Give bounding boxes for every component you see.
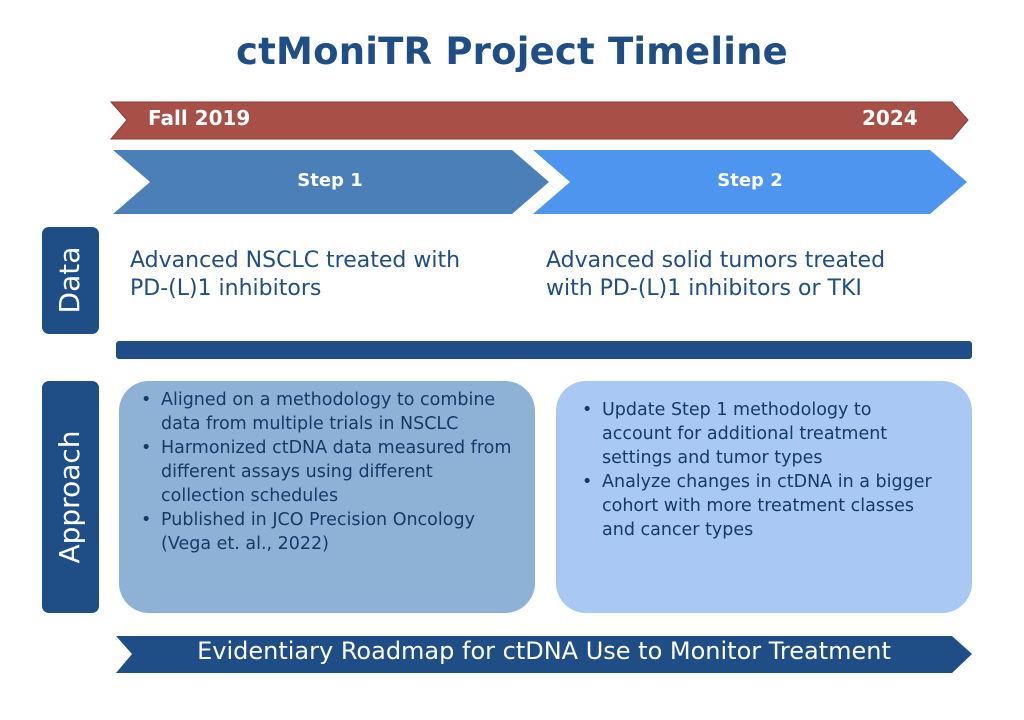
step1-approach-box: Aligned on a methodology to combine data… xyxy=(119,381,535,613)
row-divider xyxy=(116,341,972,359)
step2-label: Step 2 xyxy=(717,170,783,191)
step2-chevron xyxy=(533,150,967,214)
list-item: Analyze changes in ctDNA in a bigger coh… xyxy=(576,470,942,542)
list-item: Update Step 1 methodology to account for… xyxy=(576,398,942,470)
timeline-end-label: 2024 xyxy=(862,106,918,130)
footer-arrow xyxy=(116,636,972,673)
data-row-tab: Data xyxy=(42,227,99,334)
list-item: Aligned on a methodology to combine data… xyxy=(135,388,513,436)
footer-label: Evidentiary Roadmap for ctDNA Use to Mon… xyxy=(197,637,891,665)
step1-data-text: Advanced NSCLC treated with PD-(L)1 inhi… xyxy=(130,247,460,303)
page-title: ctMoniTR Project Timeline xyxy=(236,30,788,73)
approach-row-tab: Approach xyxy=(42,381,99,613)
data-row-label: Data xyxy=(53,246,86,314)
step1-data-line1: Advanced NSCLC treated with xyxy=(130,248,461,273)
approach-row-label: Approach xyxy=(53,430,86,564)
step2-data-line2: with PD-(L)1 inhibitors or TKI xyxy=(546,276,862,301)
timeline-start-label: Fall 2019 xyxy=(148,106,251,130)
timeline-arrow xyxy=(109,101,969,140)
step1-data-line2: PD-(L)1 inhibitors xyxy=(130,276,322,301)
step2-data-text: Advanced solid tumors treated with PD-(L… xyxy=(546,247,885,303)
list-item: Published in JCO Precision Oncology (Veg… xyxy=(135,508,513,556)
step2-approach-box: Update Step 1 methodology to account for… xyxy=(556,381,972,613)
step2-data-line1: Advanced solid tumors treated xyxy=(546,248,886,273)
step1-approach-list: Aligned on a methodology to combine data… xyxy=(119,381,535,556)
step2-approach-list: Update Step 1 methodology to account for… xyxy=(556,381,972,542)
step1-chevron xyxy=(113,150,549,214)
step1-label: Step 1 xyxy=(297,170,363,191)
list-item: Harmonized ctDNA data measured from diff… xyxy=(135,436,513,508)
